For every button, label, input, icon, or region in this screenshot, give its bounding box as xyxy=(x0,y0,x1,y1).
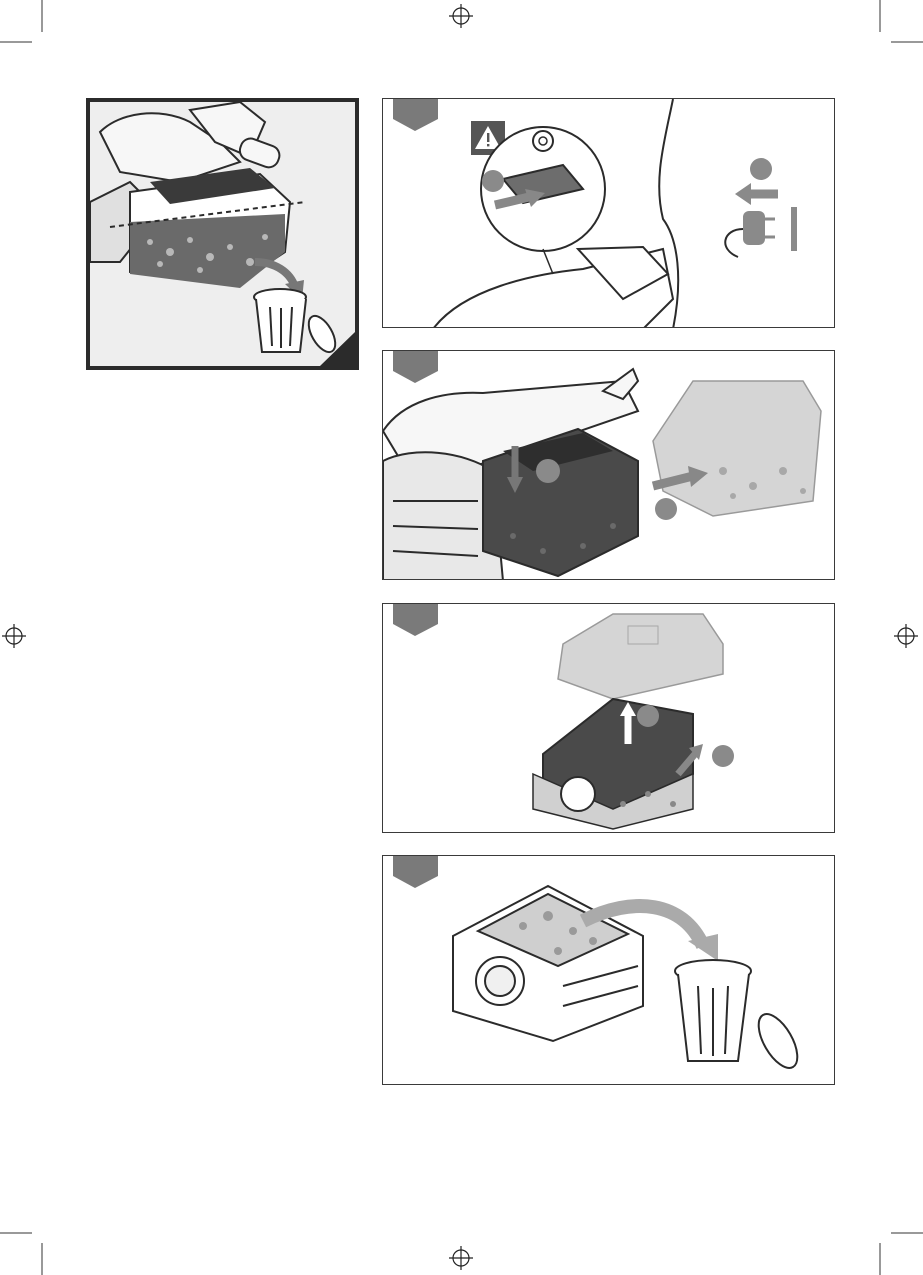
step-2-panel xyxy=(382,350,835,580)
step-4-panel xyxy=(382,855,835,1085)
step-1-panel xyxy=(382,98,835,328)
dust-box-icon xyxy=(130,168,290,288)
step-tab-icon xyxy=(393,99,438,131)
trash-can-icon xyxy=(254,289,341,356)
step-3-panel xyxy=(382,603,835,833)
step-tab-icon xyxy=(393,856,438,888)
step-tab-icon xyxy=(393,351,438,383)
dust-box-icon xyxy=(483,429,638,576)
dust-box-icon xyxy=(653,381,821,516)
unplug-icon xyxy=(725,158,797,257)
trash-can-icon xyxy=(675,960,805,1074)
lock-button-icon xyxy=(481,127,605,251)
lid-icon xyxy=(558,614,723,699)
step-tab-icon xyxy=(393,604,438,636)
dust-box-icon xyxy=(533,699,693,829)
filter-overview-panel xyxy=(86,98,359,370)
